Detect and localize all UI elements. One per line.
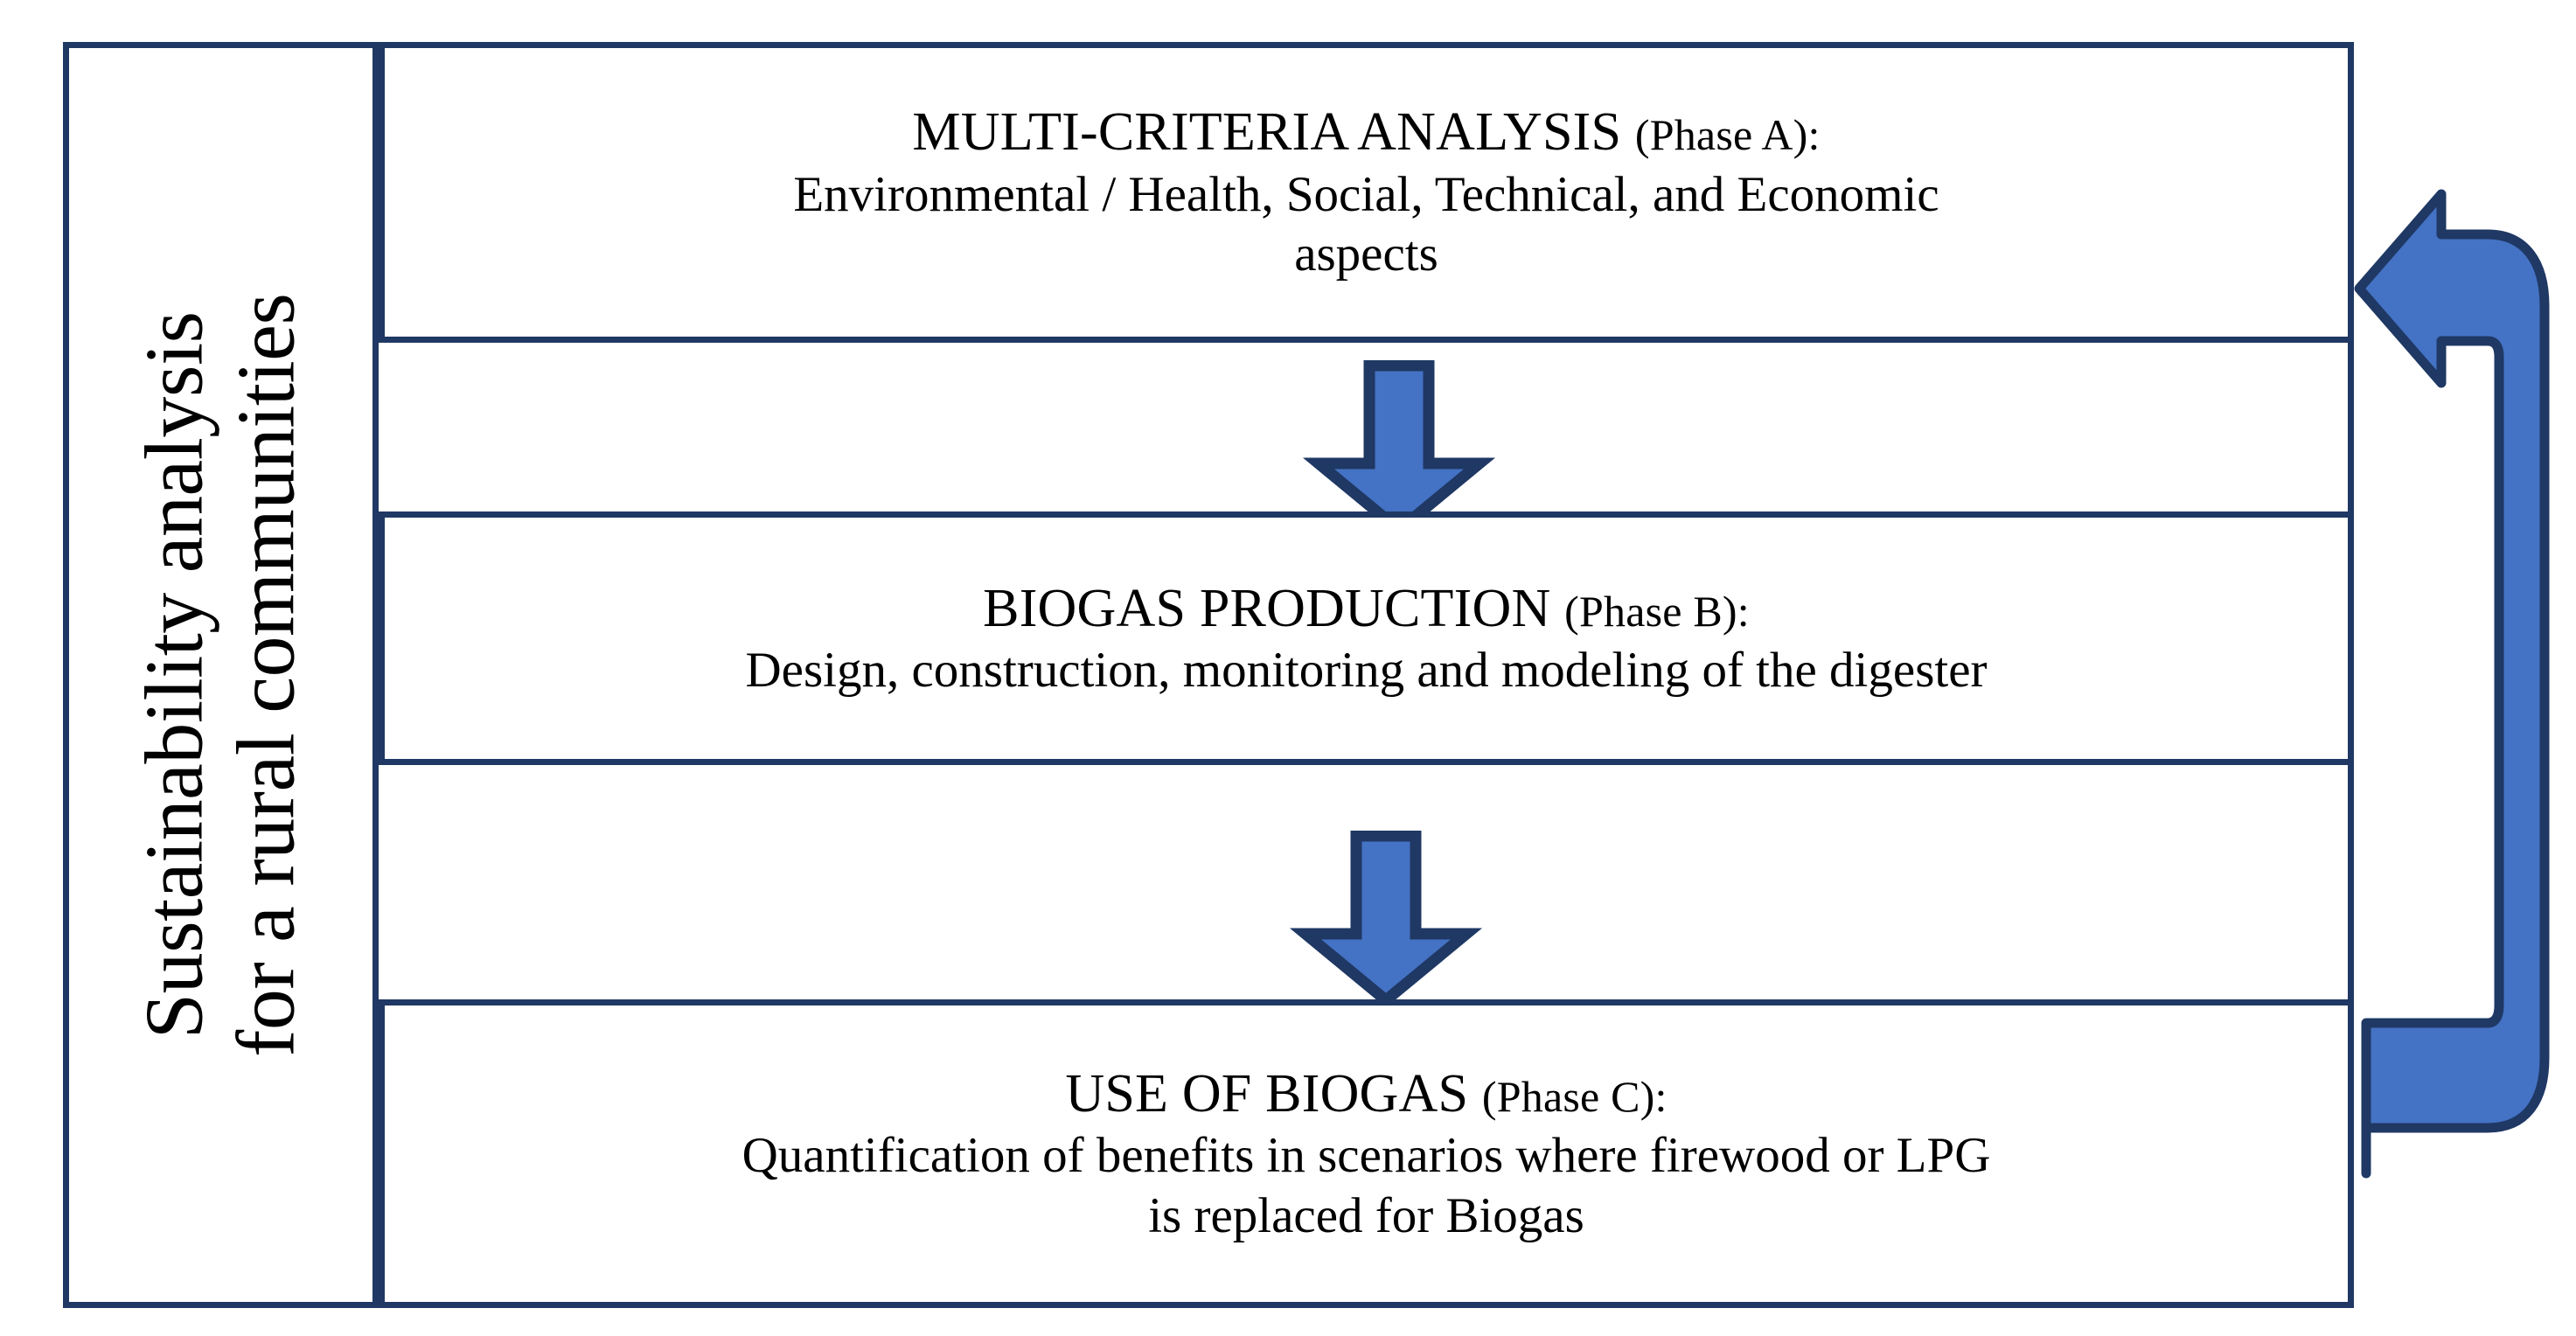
phase-a-title-main: MULTI-CRITERIA ANALYSIS [912,102,1622,163]
curved-feedback-arrow-icon [2354,189,2550,1179]
phase-c-title-tag: (Phase C): [1481,1071,1667,1121]
phase-b-title: BIOGAS PRODUCTION (Phase B): [407,576,2325,641]
sidebar-label-line-1: Sustainability analysis [129,311,220,1039]
phase-c-body-line-2: is replaced for Biogas [1148,1187,1584,1243]
phase-b-body-line-1: Design, construction, monitoring and mod… [745,643,1988,698]
phase-c-title: USE OF BIOGAS (Phase C): [407,1061,2325,1126]
down-arrow-icon [1302,359,1496,538]
phase-b-title-main: BIOGAS PRODUCTION [983,578,1551,638]
sidebar-label-text: Sustainability analysis for a rural comm… [129,293,313,1056]
phase-a-body-line-2: aspects [1294,226,1438,282]
down-arrow-icon [1289,830,1483,1008]
phase-box-biogas-production[interactable]: BIOGAS PRODUCTION (Phase B): Design, con… [379,511,2354,765]
phase-c-body-line-1: Quantification of benefits in scenarios … [741,1128,1991,1184]
down-arrow-icon-a-to-b [1294,359,1504,538]
sidebar-vertical-label: Sustainability analysis for a rural comm… [69,48,379,1302]
phase-b-title-tag: (Phase B): [1564,586,1750,636]
phase-a-title-tag: (Phase A): [1634,110,1821,160]
sidebar-label-line-2: for a rural communities [220,293,312,1057]
phase-box-multi-criteria-analysis[interactable]: MULTI-CRITERIA ANALYSIS (Phase A): Envir… [379,42,2354,343]
phase-a-title: MULTI-CRITERIA ANALYSIS (Phase A): [407,100,2325,164]
down-arrow-icon-b-to-c [1281,830,1491,1008]
phase-c-title-main: USE OF BIOGAS [1065,1063,1469,1124]
phase-a-body-line-1: Environmental / Health, Social, Technica… [793,166,1939,222]
phase-box-use-of-biogas[interactable]: USE OF BIOGAS (Phase C): Quantification … [379,999,2354,1308]
curved-feedback-arrow-icon-c-to-a [2308,131,2571,1180]
